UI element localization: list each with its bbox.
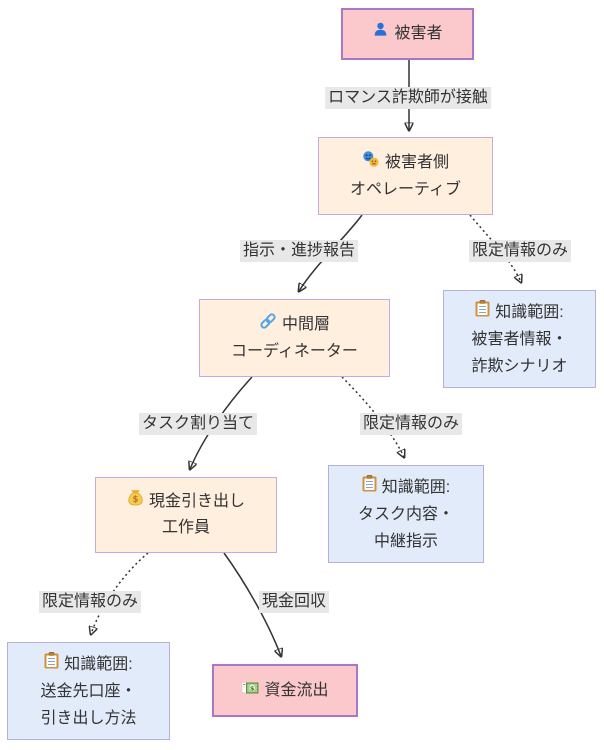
node-operative-line2: オペレーティブ	[349, 180, 462, 198]
money-with-wings-icon: $	[241, 678, 259, 704]
node-operative-line1: 被害者側	[384, 154, 449, 171]
node-knowledge-task-line1: 知識範囲:	[381, 478, 451, 496]
edge-label-limited-info-3: 限定情報のみ	[38, 591, 142, 613]
node-knowledge-account: 知識範囲: 送金先口座・ 引き出し方法	[7, 642, 170, 740]
edge-label-contact: ロマンス詐欺師が接触	[325, 87, 491, 109]
svg-text:$: $	[133, 495, 139, 505]
edge-label-cash-collection: 現金回収	[258, 591, 330, 613]
edge-operative-knowledge	[469, 214, 521, 282]
node-cash-agent-line1: 現金引き出し	[148, 493, 245, 510]
performing-arts-icon	[362, 150, 380, 177]
node-knowledge-account-line3: 引き出し方法	[40, 709, 137, 727]
node-victim: 被害者	[341, 8, 474, 60]
node-cash-agent-line2: 工作員	[161, 519, 210, 536]
node-knowledge-task-line3: 中継指示	[373, 532, 438, 550]
node-knowledge-victim-info-line3: 詐欺シナリオ	[471, 357, 568, 375]
clipboard-icon	[44, 651, 59, 678]
svg-text:$: $	[250, 684, 255, 692]
node-knowledge-task: 知識範囲: タスク内容・ 中継指示	[328, 465, 484, 563]
node-knowledge-account-line2: 送金先口座・	[40, 682, 137, 700]
node-cash-agent: $ 現金引き出し 工作員	[95, 477, 277, 553]
node-coordinator: 中間層 コーディネーター	[199, 299, 390, 377]
node-operative: 被害者側 オペレーティブ	[318, 137, 493, 215]
clipboard-icon	[362, 474, 377, 501]
money-bag-icon: $	[127, 489, 144, 515]
node-knowledge-account-line1: 知識範囲:	[64, 655, 133, 673]
edge-cashagent-knowledge	[91, 552, 149, 634]
edge-label-task-assignment: タスク割り当て	[138, 413, 258, 435]
link-icon	[259, 312, 277, 339]
person-icon	[372, 21, 389, 47]
edge-cashagent-outflow	[223, 552, 281, 656]
edge-label-instructions: 指示・進捗報告	[239, 240, 359, 262]
clipboard-icon	[475, 299, 490, 326]
edge-label-limited-info-2: 限定情報のみ	[359, 413, 463, 435]
edge-label-limited-info-1: 限定情報のみ	[468, 240, 572, 262]
node-knowledge-task-line2: タスク内容・	[357, 505, 454, 523]
node-knowledge-victim-info-line2: 被害者情報・	[471, 330, 568, 348]
node-coordinator-line2: コーディネーター	[231, 342, 358, 360]
node-knowledge-victim-info-line1: 知識範囲:	[495, 303, 564, 321]
node-outflow-label: 資金流出	[264, 681, 329, 699]
node-coordinator-line1: 中間層	[281, 316, 330, 333]
node-victim-label: 被害者	[394, 25, 443, 42]
node-knowledge-victim-info: 知識範囲: 被害者情報・ 詐欺シナリオ	[443, 290, 596, 388]
node-outflow: $ 資金流出	[212, 664, 358, 717]
